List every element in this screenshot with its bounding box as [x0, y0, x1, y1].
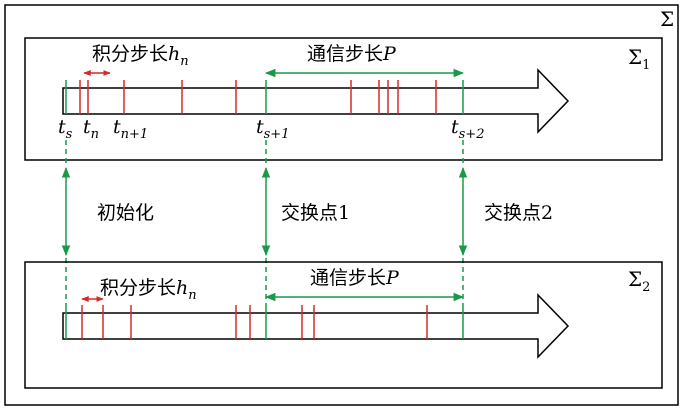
time-label-tn: tn: [83, 116, 99, 142]
exchange-2-label: 交换点2: [484, 202, 553, 224]
init-label: 初始化: [97, 202, 154, 224]
time-label-ts: ts: [58, 116, 73, 142]
integration-step-label-2: 积分步长hn: [100, 277, 197, 303]
timeline-arrow-1: [62, 68, 570, 134]
communication-step-label-1: 通信步长P: [307, 43, 397, 65]
outer-system-label: Σ: [660, 7, 674, 31]
integration-step-label-1: 积分步长hn: [92, 43, 189, 69]
time-label-tn1: tn+1: [113, 116, 148, 142]
integration-ticks-2: [81, 305, 428, 339]
time-label-ts1: ts+1: [256, 116, 289, 142]
subsystem-2-label: Σ2: [628, 267, 650, 295]
communication-step-label-2: 通信步长P: [310, 267, 400, 289]
exchange-1-label: 交换点1: [281, 202, 350, 224]
time-label-ts2: ts+2: [451, 116, 484, 142]
subsystem-1-label: Σ1: [628, 45, 650, 73]
outer-system-frame: [4, 4, 679, 406]
subsystem-2-frame: [24, 261, 663, 389]
timeline-arrow-2: [62, 293, 570, 359]
subsystem-1-frame: [24, 37, 663, 161]
integration-ticks-1: [79, 80, 437, 114]
